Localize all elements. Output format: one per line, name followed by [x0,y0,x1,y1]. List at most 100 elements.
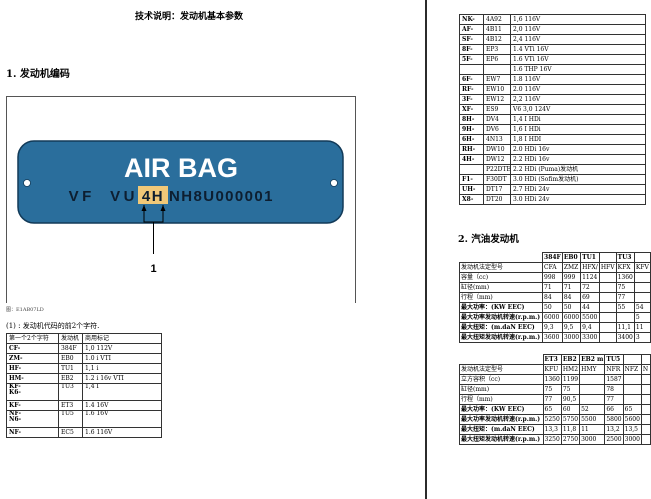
spec-value-cell: 78 [604,384,624,395]
label-cell: 1,6 116V [510,14,646,25]
spec-value-cell: 13,5 [622,424,642,435]
table-header-cell: 发动机 [58,333,83,344]
plate-background [17,140,344,224]
spec-value-cell [598,322,617,333]
spec-value-cell: 66 [604,404,624,415]
engine-cell: P22DTE [483,164,511,175]
spec-value-cell: 1360 [615,272,635,283]
table-row: HF- TU1 1,1 i [6,363,162,374]
label-cell: 2.0 116V [510,84,646,95]
spec-value-cell [622,394,642,405]
spec-value-cell: 3000 [622,434,642,445]
spec-value-cell: 90,5 [560,394,581,405]
label-cell: 1.6 VTi 16V [510,54,646,65]
label-cell: 2,2 116V [510,94,646,105]
engine-cell: TU5 [58,410,83,428]
left-page: 技术说明：发动机基本参数 1. 发动机编码 AIR BAG VF VU 4H N… [6,12,356,438]
spec-value-cell [633,292,651,303]
spec-label-cell: 最大功率发动机转速(r.p.m.) [459,414,544,425]
engine-code-plate-figure: AIR BAG VF VU 4H NH8U000001 1 [17,140,344,275]
page-gutter [425,0,427,499]
engine-cell: DW10 [483,144,511,155]
engine-header-cell: EB2 m [579,354,606,365]
spec-value-cell: 6000 [542,312,563,323]
engine-cell: 4N13 [483,134,511,145]
label-cell: 1.6 116V [82,427,162,438]
code-cell: HF- [6,363,59,374]
code-cell: NF- N6- [6,410,59,428]
table-row: NF- EC5 1.6 116V [6,427,162,438]
spec-value-cell: 54 [633,302,651,313]
spec-label-cell: 最大功率：(KW EEC) [459,404,544,415]
spec-label-cell: 行程（mm) [459,394,544,405]
spec-label-cell: 最大功率：(KW EEC) [458,302,544,313]
engine-header-cell: TU5 [604,354,624,365]
spec-value-cell: 3000 [561,332,582,343]
label-cell: 1.6 THP 16V [510,64,646,75]
engine-cell: EW12 [483,94,511,105]
spec-value-cell: 3250 [542,434,562,445]
figure-frame: AIR BAG VF VU 4H NH8U000001 1 [6,96,356,303]
plate-rivet-right [330,179,338,187]
spec-value-cell: 55 [615,302,635,313]
spec-label-cell: 最大扭矩：(m.daN EEC) [458,322,544,333]
label-cell: 2.7 HDi 24v [510,184,646,195]
spec-value-cell: 5250 [542,414,562,425]
label-cell: 2,0 116V [510,24,646,35]
code-cell: X8- [459,194,484,205]
code-cell: 8F- [459,44,484,55]
spec-value-cell: HFV [598,262,617,273]
label-cell: 1.6 16V [82,410,162,428]
engine-cell: ES9 [483,104,511,115]
spec-value-cell [598,292,617,303]
table-row: ZM- EB0 1.0 i VTI [6,353,162,364]
engine-cell: EC5 [58,427,83,438]
spec-value-cell: 6000 [561,312,582,323]
section-heading-petrol-engines: 2. 汽油发动机 [458,234,519,245]
code-cell: 6H- [459,134,484,145]
spec-value-cell: ZMZ [561,262,582,273]
table-row: KF- K6- TU3 1,4 I [6,383,162,401]
spec-label-cell: 缸径(mm) [458,282,544,293]
engine-code-table: 第一个2个字符 发动机 商用标记 CF- 384F 1,0 112V ZM- E… [6,333,162,438]
code-cell: NK- [459,14,484,25]
code-cell: F1- [459,174,484,185]
spec-value-cell [633,282,651,293]
label-cell: 3.0 HDi (Sofim发动机) [510,174,646,185]
table-row: KF- ET3 1.4 16V [6,400,162,411]
engine-cell: TU1 [58,363,83,374]
code-cell: 5F- [459,54,484,65]
code-cell: 8H- [459,114,484,125]
plate-serial-code: 4H [142,188,164,205]
table-row: CF- 384F 1,0 112V [6,343,162,354]
label-cell: 3.0 HDi 24v [510,194,646,205]
table-corner-cell [459,354,544,365]
engine-cell: EP3 [483,44,511,55]
spec-value-cell: 5600 [622,414,642,425]
spec-value-cell: 5 [633,312,651,323]
code-cell: XF- [459,104,484,115]
spec-value-cell: 3300 [580,332,600,343]
spec-value-cell: 3 [633,332,651,343]
callout-arrow-left [141,205,147,211]
engine-cell: 4A92 [483,14,511,25]
